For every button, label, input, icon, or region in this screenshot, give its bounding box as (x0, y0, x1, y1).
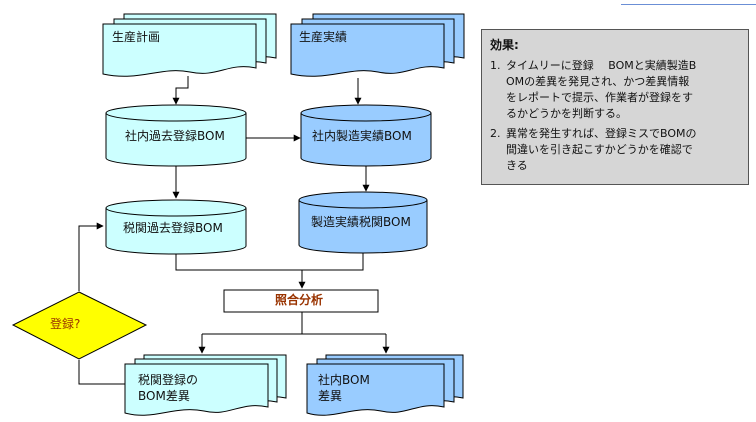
line-analysis-split (202, 312, 386, 335)
connectors (78, 76, 390, 385)
effects-item-number: 1. (490, 59, 501, 72)
effects-item-text: 異常を発生すれば、登録ミスでBOMの 間違いを引き起こすかどうかを確認で きる (506, 127, 697, 172)
internal-mfg-bom-label: 社内製造実績BOM (312, 129, 412, 143)
production-plan-document (102, 13, 277, 77)
line-customs-past-to-merge (175, 254, 302, 271)
analysis-label: 照合分析 (275, 293, 324, 307)
effects-title: 効果: (490, 38, 519, 52)
line-mfg-customs-to-merge (302, 253, 364, 271)
customs-past-bom-cylinder (105, 199, 247, 255)
production-actual-document (290, 13, 465, 77)
customs-bom-diff-document (124, 354, 287, 416)
customs-bom-diff-label-line1: 税関登録の (138, 373, 199, 387)
line-customs-diff-to-decision (78, 360, 125, 385)
internal-past-bom-cylinder (105, 104, 247, 167)
analysis-box (223, 289, 379, 313)
internal-bom-diff-label-line2: 差異 (318, 389, 343, 403)
internal-bom-diff-document (306, 354, 464, 416)
internal-past-bom-label: 社内過去登録BOM (125, 129, 225, 143)
mfg-customs-bom-label: 製造実績税関BOM (311, 215, 411, 229)
effects-item-text: タイムリーに登録 BOMと実績製造B OMの差異を発見され、かつ差異情報 をレポ… (506, 59, 697, 120)
top-edge-line (621, 4, 756, 5)
internal-mfg-bom-cylinder (300, 104, 432, 167)
decision-diamond (11, 291, 148, 360)
arrow-decision-to-customs-past (78, 222, 104, 291)
production-plan-label: 生産計画 (112, 30, 161, 44)
arrow-plan-to-internal-past (172, 76, 189, 105)
effects-item: 1. タイムリーに登録 BOMと実績製造B OMの差異を発見され、かつ差異情報 … (490, 58, 740, 122)
effects-item-number: 2. (490, 127, 501, 140)
customs-bom-diff-label-line2: BOM差異 (138, 389, 190, 403)
mfg-customs-bom-cylinder (298, 191, 428, 254)
production-actual-label: 生産実績 (299, 30, 348, 44)
customs-past-bom-label: 税関過去登録BOM (123, 221, 223, 235)
decision-label: 登録? (50, 317, 81, 331)
effects-item: 2. 異常を発生すれば、登録ミスでBOMの 間違いを引き起こすかどうかを確認で … (490, 126, 740, 174)
effects-note: 効果: 1. タイムリーに登録 BOMと実績製造B OMの差異を発見され、かつ差… (481, 29, 749, 185)
internal-bom-diff-label-line1: 社内BOM (318, 373, 370, 387)
